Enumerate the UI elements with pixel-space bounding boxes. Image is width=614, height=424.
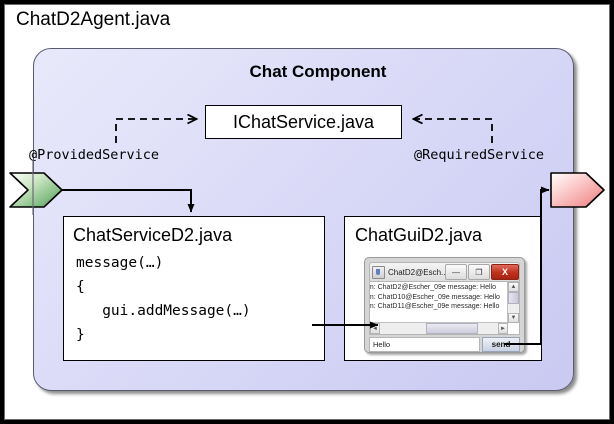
close-icon: X [501, 267, 508, 277]
chat-service-class-box: ChatServiceD2.java message(…) { gui.addM… [63, 216, 325, 361]
list-item: om: ChatD2@Escher_09e message: Hello [370, 284, 497, 291]
agent-title: ChatD2Agent.java [16, 9, 171, 30]
horizontal-scrollbar-thumb[interactable] [426, 323, 478, 334]
scroll-left-icon[interactable]: ◄ [370, 323, 380, 334]
list-item: om: ChatD10@Escher_09e message: Hello [370, 293, 500, 301]
list-item: om: ChatD11@Escher_09e message: Hello [370, 303, 500, 310]
minimize-button[interactable]: — [445, 264, 467, 280]
provided-service-annotation: @ProvidedService [29, 147, 160, 163]
close-button[interactable]: X [491, 264, 519, 280]
send-button[interactable]: send [482, 337, 520, 352]
chat-service-class-title: ChatServiceD2.java [73, 225, 233, 245]
maximize-button[interactable]: ❐ [468, 264, 490, 280]
minimize-icon: — [452, 267, 460, 277]
scroll-right-icon[interactable]: ► [498, 323, 508, 334]
scroll-up-icon[interactable]: ▲ [508, 282, 519, 292]
embedded-chat-window: ChatD2@Esch.. — ❐ X om: ChatD2@Escher_09… [364, 257, 525, 353]
scroll-down-icon[interactable]: ▼ [508, 313, 519, 323]
chat-gui-class-title: ChatGuiD2.java [355, 225, 483, 245]
chat-message-input[interactable]: Hello [369, 337, 480, 352]
code-line: { [76, 279, 85, 295]
interface-box: IChatService.java [205, 105, 402, 139]
chat-message-area: om: ChatD2@Escher_09e message: Hello om:… [369, 281, 520, 335]
vertical-scrollbar[interactable]: ▲ ▼ [507, 282, 519, 323]
code-line: gui.addMessage(…) [76, 303, 251, 319]
component-title: Chat Component [0, 62, 614, 82]
java-app-icon [372, 265, 385, 279]
vertical-scrollbar-thumb[interactable] [508, 292, 519, 304]
maximize-icon: ❐ [475, 267, 483, 277]
required-service-annotation: @RequiredService [414, 147, 545, 163]
chat-window-title: ChatD2@Esch.. [388, 267, 445, 277]
chat-gui-class-box: ChatGuiD2.java ChatD2@Esch.. — ❐ X om: C… [344, 216, 542, 361]
code-line: } [76, 327, 85, 343]
chat-input-row: Hello send [369, 337, 520, 352]
chat-window-titlebar: ChatD2@Esch.. — ❐ X [369, 262, 520, 281]
horizontal-scrollbar[interactable]: ◄ ► [370, 322, 508, 334]
chat-message-list: om: ChatD2@Escher_09e message: Hello om:… [370, 282, 508, 323]
component-title-text: Chat Component [249, 62, 387, 81]
code-line: message(…) [76, 255, 164, 271]
interface-box-label: IChatService.java [232, 111, 375, 132]
